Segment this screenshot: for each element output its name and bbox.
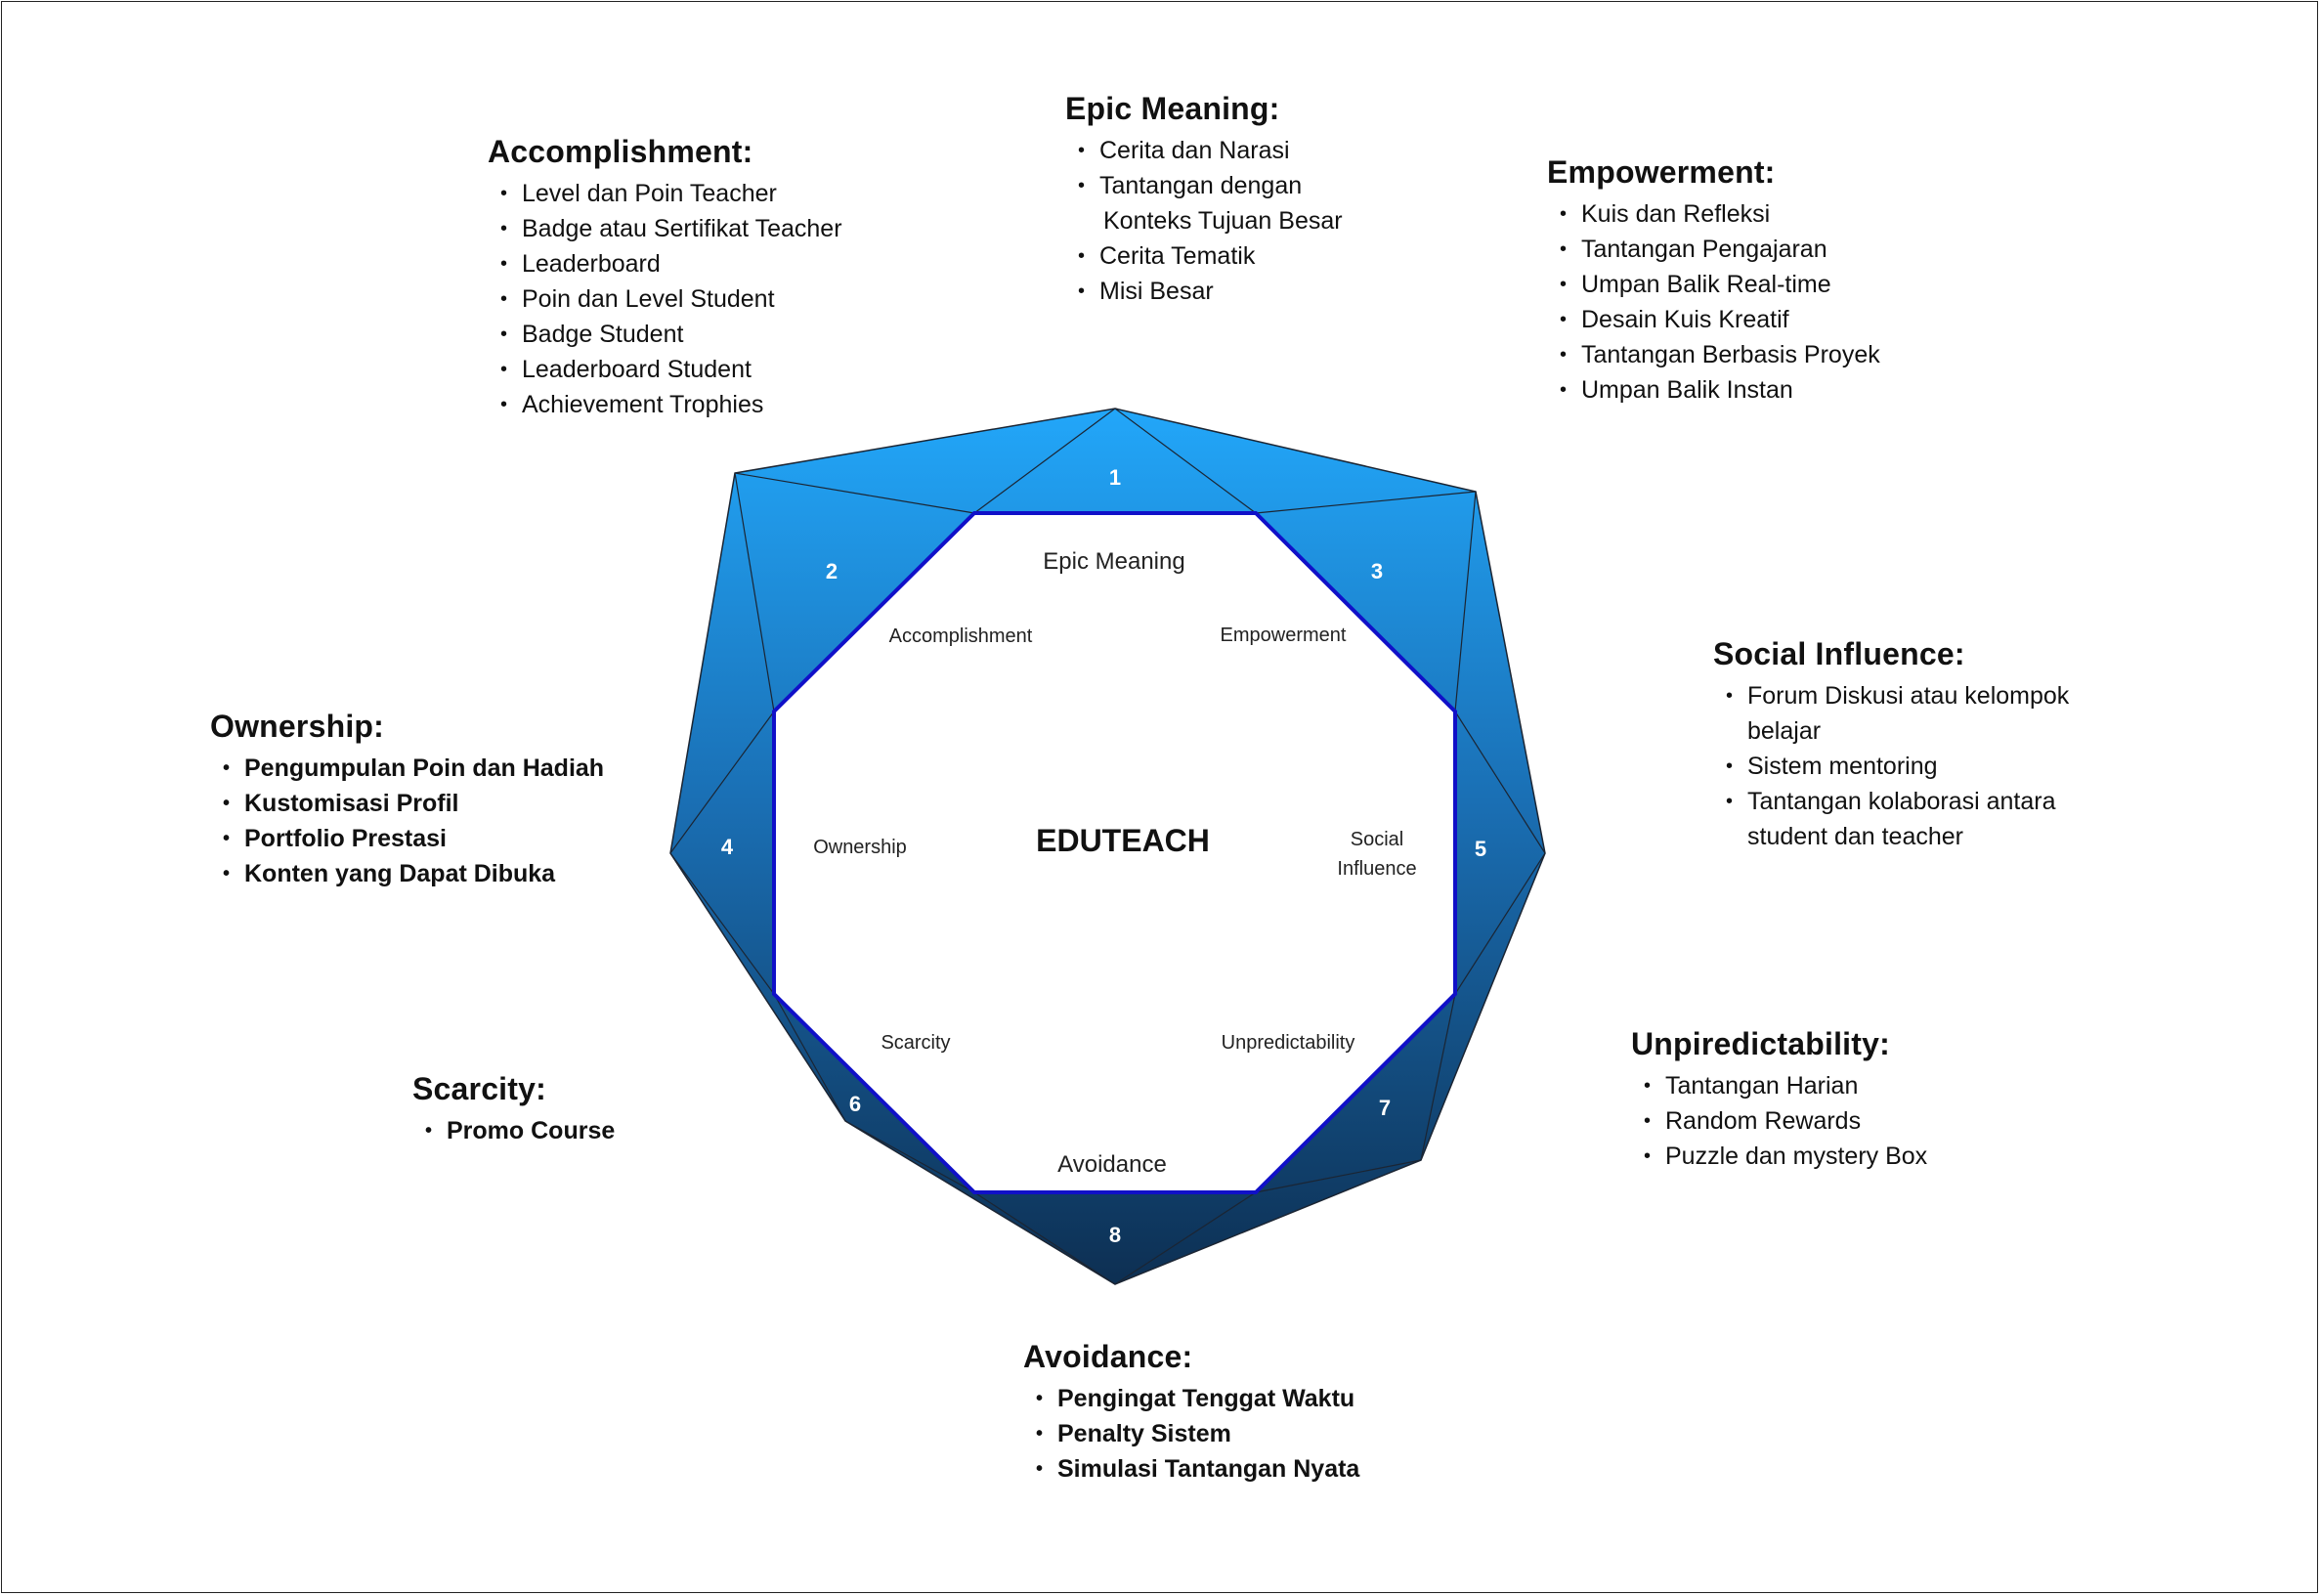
card-ownership: Ownership: Pengumpulan Poin dan Hadiah K…: [210, 709, 604, 891]
inner-label-accomplishment: Accomplishment: [889, 625, 1033, 647]
card-scarcity: Scarcity: Promo Course: [412, 1071, 615, 1148]
card-epic-meaning: Epic Meaning: Cerita dan Narasi Tantanga…: [1065, 91, 1343, 309]
inner-label-epic-meaning: Epic Meaning: [1043, 548, 1184, 575]
inner-label-ownership: Ownership: [813, 837, 907, 858]
card-title: Unpiredictability:: [1631, 1026, 1890, 1061]
inner-label-scarcity: Scarcity: [881, 1032, 950, 1054]
card-avoidance: Avoidance: Pengingat Tenggat Waktu Penal…: [1023, 1339, 1359, 1487]
inner-label-avoidance: Avoidance: [1057, 1151, 1167, 1178]
list-item: Misi Besar: [1065, 274, 1343, 309]
card-accomplishment: Accomplishment: Level dan Poin Teacher B…: [488, 134, 842, 422]
list-item: Badge Student: [488, 317, 842, 352]
card-title: Epic Meaning:: [1065, 91, 1280, 126]
card-list: Cerita dan Narasi Tantangan dengan Konte…: [1065, 133, 1343, 309]
list-item: Puzzle dan mystery Box: [1631, 1139, 1927, 1174]
card-title: Empowerment:: [1547, 154, 1776, 190]
card-unpredictability: Unpiredictability: Tantangan Harian Rand…: [1631, 1026, 1927, 1174]
list-item: Achievement Trophies: [488, 387, 842, 422]
list-item: Badge atau Sertifikat Teacher: [488, 211, 842, 246]
inner-octagon: [772, 511, 1457, 1194]
list-item: Forum Diskusi atau kelompok: [1713, 678, 2069, 713]
card-list: Level dan Poin Teacher Badge atau Sertif…: [488, 176, 842, 422]
list-item: Simulasi Tantangan Nyata: [1023, 1451, 1359, 1487]
list-item: Desain Kuis Kreatif: [1547, 302, 1880, 337]
card-title: Ownership:: [210, 709, 385, 744]
inner-label-social: Social: [1351, 829, 1403, 850]
segment-number-6: 6: [849, 1092, 861, 1116]
list-item: Konten yang Dapat Dibuka: [210, 856, 604, 891]
list-item: Sistem mentoring: [1713, 749, 2069, 784]
card-list: Pengumpulan Poin dan Hadiah Kustomisasi …: [210, 751, 604, 891]
list-item: Portfolio Prestasi: [210, 821, 604, 856]
segment-number-8: 8: [1109, 1223, 1121, 1247]
list-item: Leaderboard: [488, 246, 842, 281]
facet-lines: [669, 408, 1546, 1285]
segment-number-4: 4: [721, 835, 734, 859]
card-list: Tantangan Harian Random Rewards Puzzle d…: [1631, 1068, 1927, 1174]
card-list: Pengingat Tenggat Waktu Penalty Sistem S…: [1023, 1381, 1359, 1487]
list-item: Tantangan kolaborasi antara: [1713, 784, 2069, 819]
card-list: Promo Course: [412, 1113, 615, 1148]
list-item: Tantangan dengan: [1065, 168, 1343, 203]
inner-label-unpredictability: Unpredictability: [1222, 1032, 1355, 1054]
segment-number-3: 3: [1371, 559, 1383, 583]
list-item: Umpan Balik Real-time: [1547, 267, 1880, 302]
segment-number-7: 7: [1379, 1096, 1391, 1120]
list-item-continuation: student dan teacher: [1747, 823, 1963, 850]
segment-number-1: 1: [1109, 465, 1121, 490]
list-item: Promo Course: [412, 1113, 615, 1148]
list-item: Cerita Tematik: [1065, 238, 1343, 274]
list-item-continuation: Konteks Tujuan Besar: [1103, 207, 1343, 235]
segment-number-2: 2: [826, 559, 838, 583]
list-item: Cerita dan Narasi: [1065, 133, 1343, 168]
list-item: Leaderboard Student: [488, 352, 842, 387]
list-item: Poin dan Level Student: [488, 281, 842, 317]
card-social-influence: Social Influence: Forum Diskusi atau kel…: [1713, 636, 2069, 854]
list-item: Kustomisasi Profil: [210, 786, 604, 821]
list-item: Tantangan Berbasis Proyek: [1547, 337, 1880, 372]
list-item: Penalty Sistem: [1023, 1416, 1359, 1451]
list-item: Umpan Balik Instan: [1547, 372, 1880, 408]
card-title: Social Influence:: [1713, 636, 1965, 671]
center-title: EDUTEACH: [1036, 823, 1210, 858]
inner-label-empowerment: Empowerment: [1221, 625, 1347, 646]
list-item: Pengingat Tenggat Waktu: [1023, 1381, 1359, 1416]
card-title: Avoidance:: [1023, 1339, 1193, 1374]
list-item: Pengumpulan Poin dan Hadiah: [210, 751, 604, 786]
card-list: Kuis dan Refleksi Tantangan Pengajaran U…: [1547, 196, 1880, 408]
card-title: Scarcity:: [412, 1071, 546, 1106]
list-item-continuation: belajar: [1747, 717, 1822, 745]
list-item: Kuis dan Refleksi: [1547, 196, 1880, 232]
card-list: Forum Diskusi atau kelompok belajar Sist…: [1713, 678, 2069, 854]
list-item: Random Rewards: [1631, 1103, 1927, 1139]
list-item: Tantangan Pengajaran: [1547, 232, 1880, 267]
list-item: Level dan Poin Teacher: [488, 176, 842, 211]
card-empowerment: Empowerment: Kuis dan Refleksi Tantangan…: [1547, 154, 1880, 408]
segment-number-5: 5: [1475, 837, 1486, 861]
list-item: Tantangan Harian: [1631, 1068, 1927, 1103]
card-title: Accomplishment:: [488, 134, 753, 169]
inner-label-influence: Influence: [1337, 858, 1416, 880]
